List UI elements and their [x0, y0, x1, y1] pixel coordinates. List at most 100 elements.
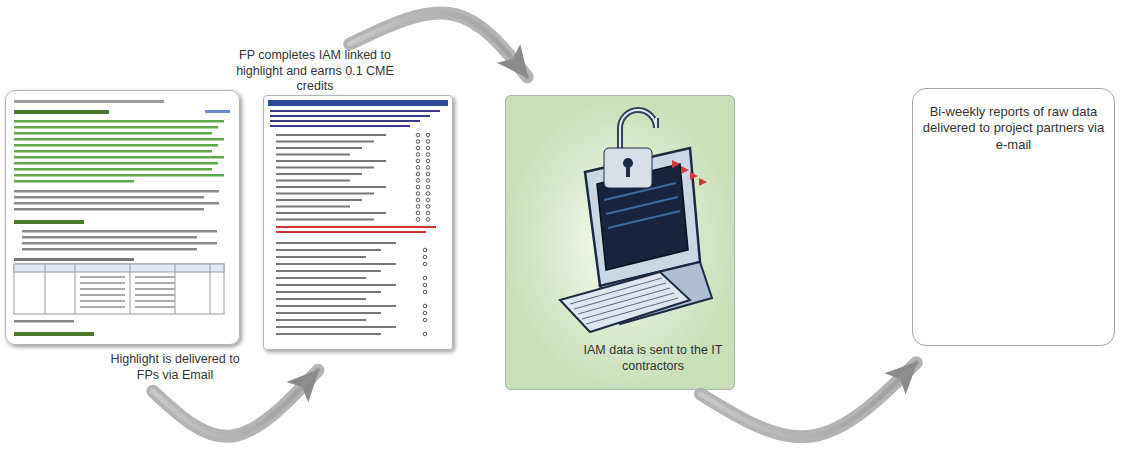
form-line [276, 326, 396, 328]
form-radio [416, 185, 420, 189]
form-red-line [276, 226, 436, 228]
form-radio [426, 192, 430, 196]
form-header-bar [268, 100, 448, 106]
form-line [276, 256, 366, 258]
doc-green-line [14, 120, 224, 123]
form-line [276, 270, 381, 272]
doc-green-line [14, 180, 134, 183]
signal-arrow [672, 160, 680, 168]
box-frame [263, 95, 453, 350]
form-radio [416, 218, 420, 222]
screen-line [606, 197, 678, 214]
doc-cell-line [135, 288, 175, 290]
form-radio [416, 211, 420, 215]
doc-green-line [14, 162, 218, 165]
doc-heading-line [14, 110, 109, 114]
doc-cell-line [135, 306, 175, 308]
form-line [276, 206, 350, 208]
computer-panel-bg [505, 95, 735, 390]
form-line [276, 147, 362, 149]
stage-box: IAM data is sent to the IT contractors [505, 95, 735, 390]
box-frame [5, 90, 240, 345]
doc-line [14, 100, 164, 103]
form-radio [416, 153, 420, 157]
doc-line [14, 196, 204, 199]
doc-green-line [14, 132, 212, 135]
doc-green-line [14, 168, 212, 171]
doc-cell-line [80, 306, 125, 308]
form-red-line [276, 231, 426, 233]
form-radio [416, 192, 420, 196]
form-line [276, 312, 381, 314]
form-radio [426, 172, 430, 176]
form-line [270, 110, 440, 112]
form-line [276, 263, 396, 265]
form-radio [426, 159, 430, 163]
form-radio [416, 172, 420, 176]
form-line [270, 120, 420, 122]
form-line [276, 167, 374, 169]
doc-green-line [14, 144, 218, 147]
form-radio [426, 146, 430, 150]
form-radio [416, 198, 420, 202]
form-line [270, 125, 410, 127]
flow-arrow [701, 363, 917, 437]
keyboard-keys [582, 293, 674, 319]
doc-green-line [14, 126, 218, 129]
stage-box: FP completes IAM linked to highlight and… [225, 48, 465, 353]
form-radio [423, 276, 427, 280]
doc-line [14, 190, 219, 193]
doc-cell-line [80, 294, 125, 296]
padlock-shackle [620, 110, 656, 150]
form-radio [416, 146, 420, 150]
form-line [276, 333, 381, 335]
form-radio [426, 185, 430, 189]
form-radio [423, 304, 427, 308]
doc-cell-line [80, 300, 125, 302]
report-box-bg [912, 88, 1115, 346]
form-line [276, 242, 396, 244]
form-line [276, 249, 381, 251]
form-line [276, 305, 396, 307]
form-radio [423, 283, 427, 287]
keyboard-keys [578, 288, 670, 314]
doc-line [14, 202, 219, 205]
doc-table-rule [45, 264, 46, 314]
doc-table-rule [75, 264, 76, 314]
form-line [276, 284, 396, 286]
form-radio [423, 262, 427, 266]
form-line [276, 134, 386, 136]
form-radio [416, 140, 420, 144]
node-caption: IAM data is sent to the IT contractors [577, 343, 729, 374]
doc-line [22, 242, 217, 245]
form-radio [426, 153, 430, 157]
report-box: Bi-weekly reports of raw data delivered … [912, 88, 1115, 346]
form-radio [426, 205, 430, 209]
signal-arrow [690, 172, 698, 180]
doc-green-line [14, 150, 212, 153]
form-line [276, 160, 386, 162]
doc-table-rule [130, 264, 131, 314]
form-line [276, 173, 362, 175]
doc-cell-line [135, 294, 175, 296]
doc-line [14, 320, 74, 323]
form-radio [423, 332, 427, 336]
form-radio [423, 290, 427, 294]
padlock-shackle-shine [620, 110, 656, 150]
flow-arrow-shine [701, 363, 917, 437]
form-radio [426, 179, 430, 183]
doc-cell-line [80, 282, 125, 284]
form-line [276, 298, 366, 300]
form-radio [416, 133, 420, 137]
form-radio [416, 166, 420, 170]
doc-cell-line [135, 282, 175, 284]
form-radio [423, 318, 427, 322]
form-radio [426, 211, 430, 215]
doc-line [22, 248, 197, 251]
form-line [276, 186, 386, 188]
form-line [276, 199, 362, 201]
keyboard-keys [586, 298, 678, 324]
form-radio [423, 255, 427, 259]
form-radio [426, 198, 430, 202]
